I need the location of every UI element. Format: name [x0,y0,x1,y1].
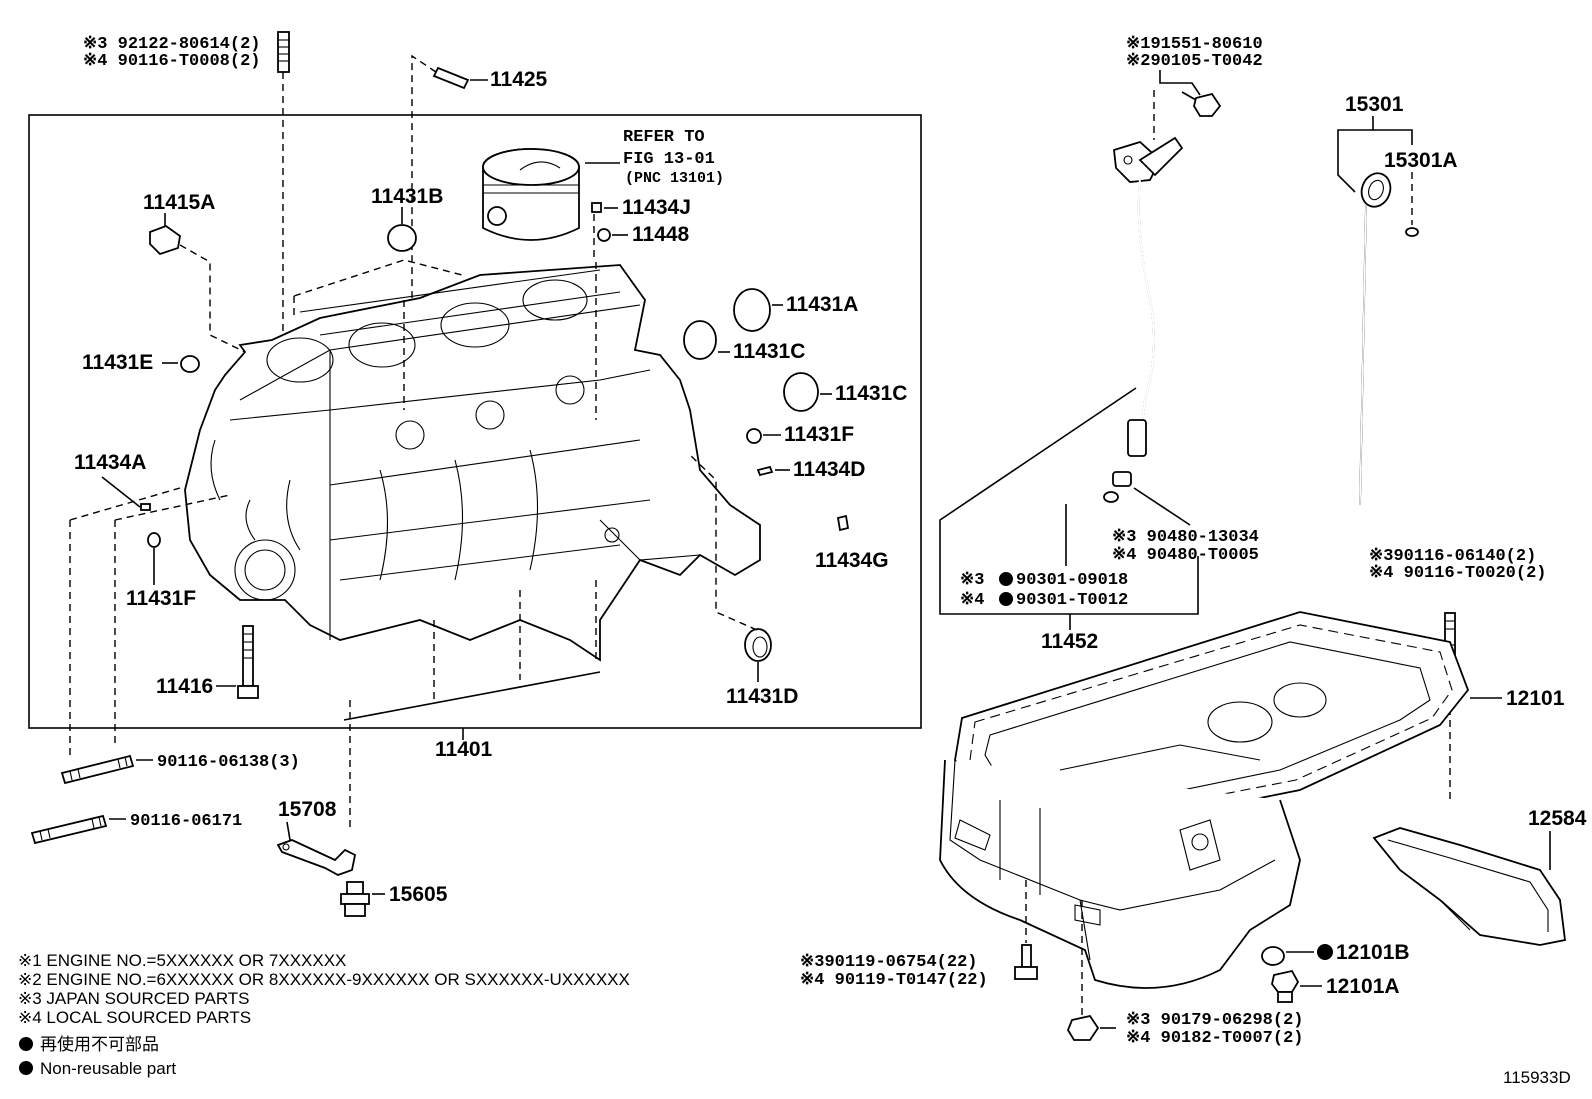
label-90116-t0020[interactable]: ※4 90116-T0020(2) [1369,564,1546,583]
nozzle-15708-icon [276,839,357,876]
refer-to-text: REFER TO [623,128,705,147]
label-12101b[interactable]: 12101B [1336,941,1410,964]
label-11431d[interactable]: 11431D [726,685,798,708]
label-11448[interactable]: 11448 [632,223,690,246]
plug-11431e-icon [180,355,200,373]
baffle-plate-12584-icon [1372,827,1566,946]
oil-pan-icon [939,611,1470,989]
non-reusable-dot-2-icon [999,592,1013,606]
legend-non-reusable-jp: 再使用不可部品 [40,1034,159,1054]
label-11431a[interactable]: 11431A [786,293,858,316]
sensor-11415a-icon [149,224,181,256]
label-90301-09018[interactable]: 90301-09018 [1016,571,1128,590]
label-90119-t0147[interactable]: ※4 90119-T0147(22) [800,971,988,990]
gasket-12101b-icon [1261,946,1285,966]
label-90116-t0008[interactable]: ※4 90116-T0008(2) [83,52,260,71]
label-11431c-1[interactable]: 11431C [733,340,805,363]
label-11415a[interactable]: 11415A [143,191,215,214]
pin-11434a-icon [140,503,151,511]
diagram-id: 115933D [1503,1068,1571,1087]
bolt-90105-icon [1181,91,1222,117]
note-japan-sourced: ※3 JAPAN SOURCED PARTS [18,989,250,1008]
plug-11431f-icon [746,428,762,444]
pin-11434j-icon [591,202,602,213]
label-15301[interactable]: 15301 [1345,93,1404,116]
oil-level-gauge-icon [1359,172,1392,506]
label-90105-t0042[interactable]: ※290105-T0042 [1126,52,1263,71]
label-90116-06140[interactable]: ※390116-06140(2) [1369,547,1536,566]
o-ring-15301a-icon [1405,227,1419,237]
label-90301-09018-prefix: ※3 [960,571,984,590]
label-92122-80614[interactable]: ※3 92122-80614(2) [83,35,260,54]
plug-11431c-2-icon [783,372,819,412]
drain-plug-12101a-icon [1271,969,1300,1003]
plug-11431f-left-icon [147,532,161,548]
label-12101a[interactable]: 12101A [1326,975,1400,998]
label-11434g[interactable]: 11434G [815,549,889,572]
label-11434d[interactable]: 11434D [793,458,865,481]
bolt-90119-icon [1014,944,1038,980]
label-90480-t0005[interactable]: ※4 90480-T0005 [1112,546,1259,565]
label-90182-t0007[interactable]: ※4 90182-T0007(2) [1126,1029,1303,1048]
label-15301a[interactable]: 15301A [1384,149,1458,172]
label-11425[interactable]: 11425 [490,68,548,91]
legend-dot-en-icon [19,1061,33,1075]
label-11431f-right[interactable]: 11431F [784,423,854,446]
note-engine-1: ※1 ENGINE NO.=5XXXXXX OR 7XXXXXX [18,951,346,970]
label-90119-06754[interactable]: ※390119-06754(22) [800,953,977,972]
label-90179-06298[interactable]: ※3 90179-06298(2) [1126,1011,1303,1030]
label-15708[interactable]: 15708 [278,798,337,821]
stud-90116-06171-icon [30,814,108,845]
legend-dot-jp-icon [19,1037,33,1051]
label-90116-06171[interactable]: 90116-06171 [130,812,242,831]
label-12584[interactable]: 12584 [1528,807,1587,830]
pnc-reference-text: (PNC 13101) [625,170,724,187]
stud-11425-icon [432,66,470,90]
label-11431c-2[interactable]: 11431C [835,382,907,405]
note-local-sourced: ※4 LOCAL SOURCED PARTS [18,1008,251,1027]
plug-11448-icon [597,228,611,242]
label-11416[interactable]: 11416 [156,675,213,698]
non-reusable-dot-icon [999,572,1013,586]
label-90301-t0012-prefix: ※4 [960,591,984,610]
pin-11434g-icon [836,514,850,532]
stud-bolt-icon [277,31,290,73]
note-engine-2: ※2 ENGINE NO.=6XXXXXX OR 8XXXXXX-9XXXXXX… [18,970,630,989]
cylinder-block-frame [28,114,922,729]
plug-11431b-icon [387,224,417,252]
o-ring-90301-icon [1103,471,1132,503]
legend-non-reusable-en: Non-reusable part [40,1059,176,1078]
label-11431e[interactable]: 11431E [82,351,153,374]
label-11401[interactable]: 11401 [435,738,493,761]
label-11431f-left[interactable]: 11431F [126,587,196,610]
label-90301-t0012[interactable]: 90301-T0012 [1016,591,1128,610]
non-reusable-dot-3-icon [1317,944,1333,960]
pin-11434d-icon [756,465,774,477]
label-90116-06138[interactable]: 90116-06138(3) [157,753,300,772]
plug-11431a-icon [733,288,771,332]
label-15605[interactable]: 15605 [389,883,448,906]
plug-15605-icon [340,881,370,917]
label-11434a[interactable]: 11434A [74,451,146,474]
fig-reference-text: FIG 13-01 [623,150,715,169]
label-11431b[interactable]: 11431B [371,185,443,208]
piston-icon [482,148,580,241]
stud-90116-06138-icon [60,754,135,785]
label-91551-80610[interactable]: ※191551-80610 [1126,35,1263,54]
plug-11431c-icon [683,320,717,360]
label-11452[interactable]: 11452 [1041,630,1098,653]
label-11434j[interactable]: 11434J [622,196,691,219]
oil-gauge-guide-icon [1113,136,1184,457]
label-90480-13034[interactable]: ※3 90480-13034 [1112,528,1259,547]
seal-11431d-icon [744,628,772,662]
cylinder-block-icon [184,264,761,662]
label-12101[interactable]: 12101 [1506,687,1565,710]
bolt-11416-icon [237,625,259,699]
nut-90179-icon [1066,1014,1100,1041]
